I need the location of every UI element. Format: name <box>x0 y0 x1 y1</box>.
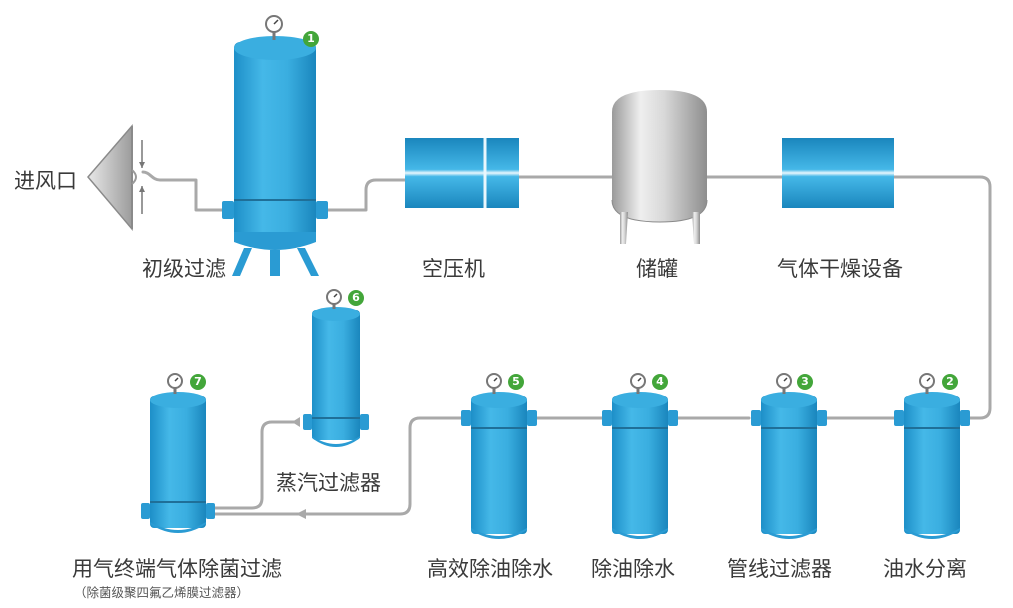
filter-vessel-4 <box>602 373 678 539</box>
step-badge-7: 7 <box>190 374 206 390</box>
label-steam-filter: 蒸汽过滤器 <box>276 471 381 495</box>
dryer-unit <box>782 138 894 208</box>
pipe-network <box>141 170 992 516</box>
step-badge-1: 1 <box>303 31 319 47</box>
label-dryer: 气体干燥设备 <box>777 257 903 281</box>
flow-arrows <box>292 417 306 519</box>
label-oil-removal: 除油除水 <box>591 557 675 581</box>
label-pipeline-filter: 管线过滤器 <box>727 557 832 581</box>
compressor-unit <box>405 138 519 208</box>
label-oil-water-separator: 油水分离 <box>883 557 967 581</box>
filter-vessel-7 <box>141 373 215 533</box>
pre-filter-vessel <box>222 15 328 276</box>
step-badge-2: 2 <box>942 374 958 390</box>
label-hi-eff-oil-removal: 高效除油除水 <box>427 557 553 581</box>
storage-tank <box>611 90 708 244</box>
arrow-to-terminal <box>296 509 306 519</box>
step-badge-3: 3 <box>797 374 813 390</box>
filter-vessel-2 <box>894 373 970 539</box>
step-badge-5: 5 <box>508 374 524 390</box>
label-terminal-filter: 用气终端气体除菌过滤 <box>72 557 282 581</box>
arrow-to-steam <box>292 417 300 427</box>
pipe-prefilter-to-compressor <box>324 178 407 212</box>
filter-vessel-6 <box>303 289 369 447</box>
pipe-filter5-to-terminal <box>308 416 465 516</box>
label-terminal-filter-note: （除菌级聚四氟乙烯膜过滤器） <box>74 585 250 600</box>
label-pre-filter: 初级过滤 <box>142 257 226 281</box>
pipe-inlet-to-prefilter <box>141 170 226 212</box>
filter-vessel-5 <box>461 373 537 539</box>
label-air-inlet: 进风口 <box>14 169 77 193</box>
step-badge-6: 6 <box>348 290 364 306</box>
step-badge-4: 4 <box>652 374 668 390</box>
label-compressor: 空压机 <box>422 257 485 281</box>
filter-vessel-3 <box>751 373 827 539</box>
pipe-dryer-to-separator <box>892 175 992 420</box>
air-inlet-cone <box>87 123 145 232</box>
label-tank: 储罐 <box>636 257 678 281</box>
pipe-steam-to-terminal <box>208 420 296 510</box>
